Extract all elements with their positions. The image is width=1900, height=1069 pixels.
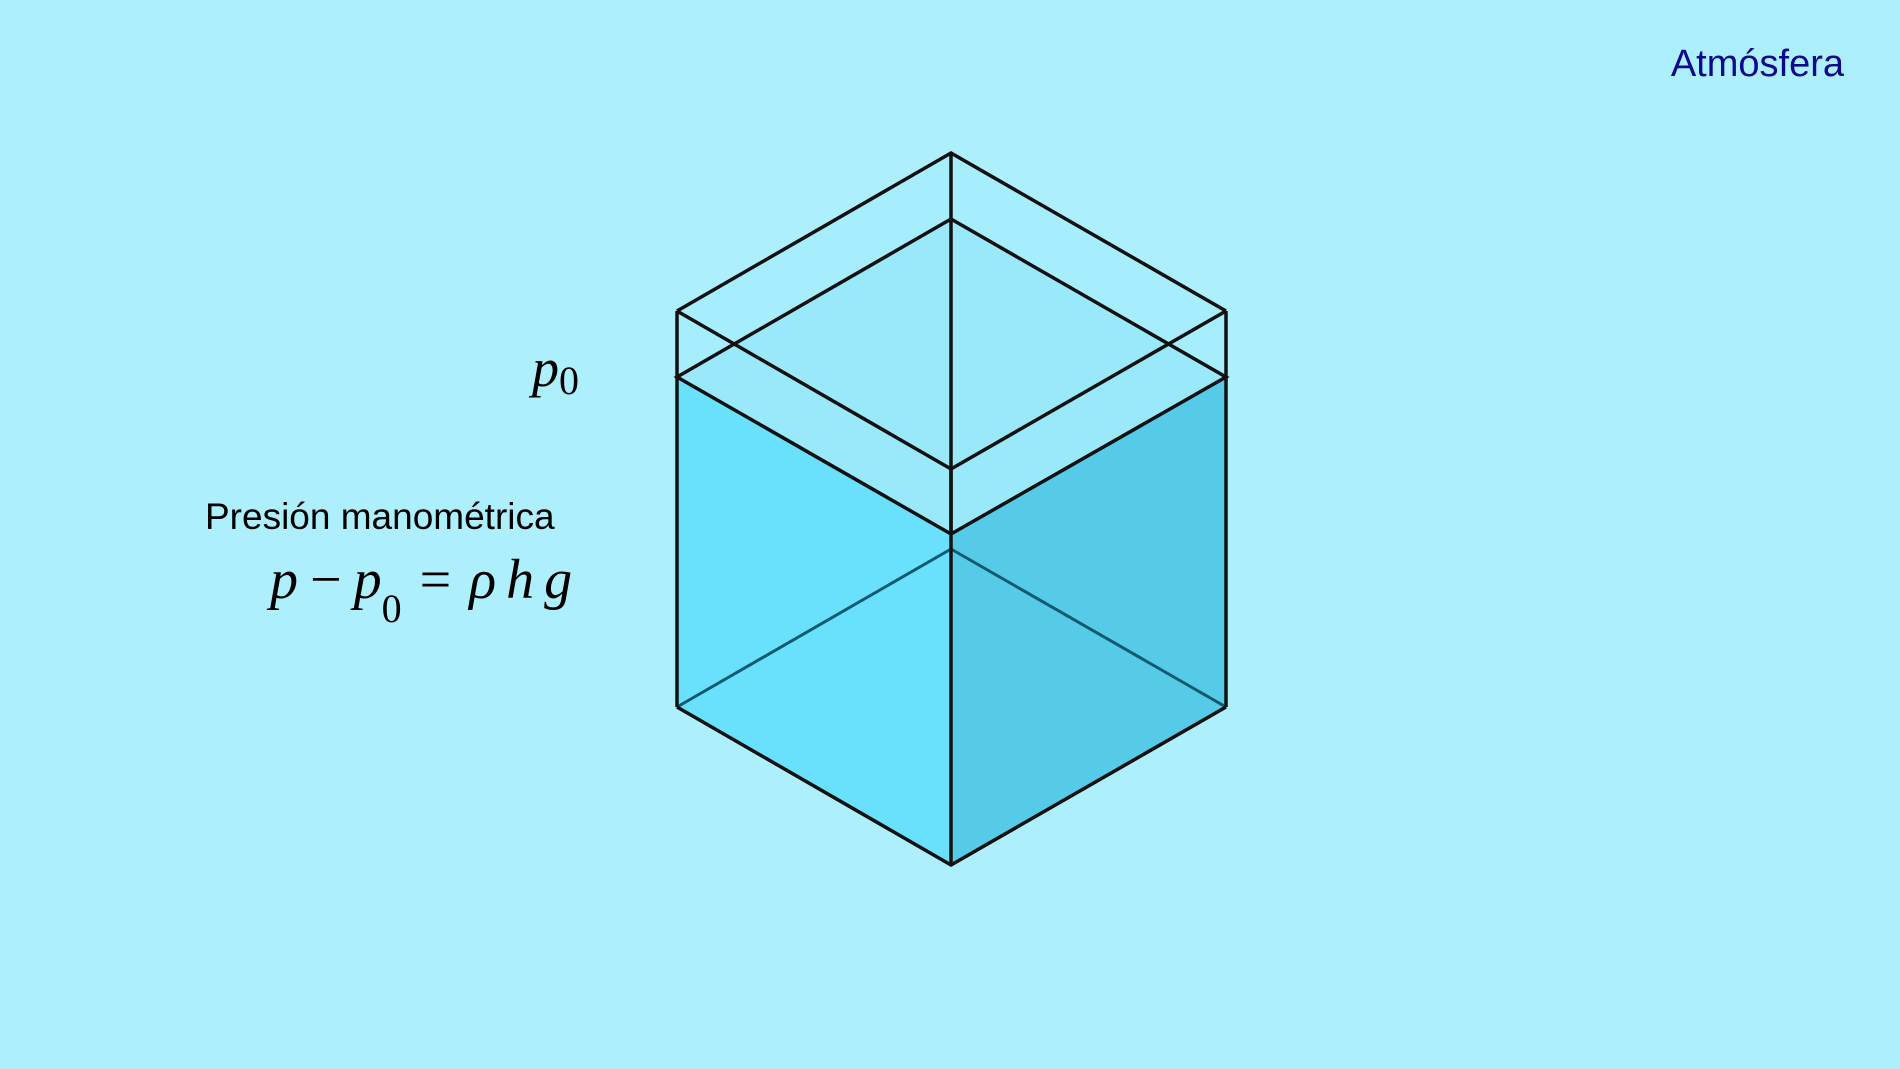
formula-p: p [266,549,298,611]
atmosphere-label: Atmósfera [1671,43,1845,85]
surface-pressure-label: p0 [528,338,579,403]
water-tank [673,150,1230,868]
formula-g: g [544,549,572,611]
formula-p0: p [350,549,382,611]
formula-h: h [506,549,534,611]
hidden-bottom-left-edge [676,547,952,709]
surface-pressure-subscript: 0 [559,358,579,403]
surface-pressure-symbol: p [528,338,559,398]
formula-equals: = [420,549,452,611]
formula-rho: ρ [467,549,496,611]
tank-bottom-front [676,705,1227,868]
hidden-bottom-right-edge [950,547,1227,709]
gauge-pressure-caption: Presión manométrica [205,496,555,537]
water-front-right-face [951,377,1226,865]
formula-minus: − [310,549,342,611]
formula-p0-subscript: 0 [382,586,402,631]
water-front-left-face [677,377,951,865]
